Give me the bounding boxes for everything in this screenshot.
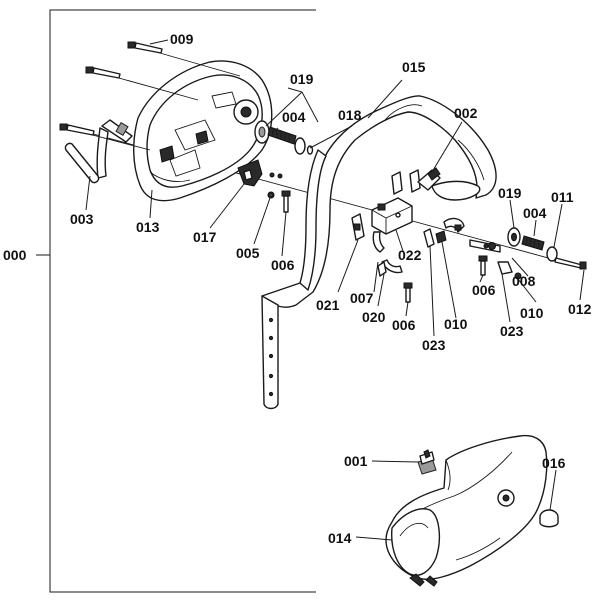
- label-023-right: 023: [500, 323, 524, 339]
- label-014: 014: [328, 530, 352, 546]
- housing-013: [133, 60, 273, 202]
- knob-016: [539, 509, 559, 528]
- label-010-middle: 010: [444, 316, 468, 332]
- crank-003: [64, 119, 133, 184]
- label-016: 016: [542, 455, 566, 471]
- label-019-top: 019: [290, 71, 314, 87]
- clips-007-020: [372, 231, 403, 277]
- bracket-017: [237, 159, 263, 187]
- label-011: 011: [551, 189, 574, 205]
- label-019-right: 019: [498, 185, 522, 201]
- label-002: 002: [454, 105, 478, 121]
- label-010-right: 010: [520, 305, 544, 321]
- label-007: 007: [350, 290, 374, 306]
- label-004-right: 004: [523, 205, 547, 221]
- control-box-022: [371, 167, 481, 235]
- handle-015: [261, 95, 497, 410]
- label-006-right: 006: [472, 282, 496, 298]
- pulley-spring-upper: [254, 120, 314, 155]
- label-005: 005: [236, 245, 260, 261]
- bracket-023-010-middle: [423, 217, 465, 248]
- part-number-labels: 000 009 019 015 004 018 002 003 013 017 …: [3, 31, 592, 546]
- label-004-top: 004: [282, 109, 306, 125]
- label-020: 020: [362, 309, 386, 325]
- label-013: 013: [136, 219, 160, 235]
- label-006-left: 006: [271, 257, 295, 273]
- fasteners-005-006-left: [267, 172, 291, 213]
- label-008: 008: [512, 273, 536, 289]
- label-022: 022: [398, 247, 422, 263]
- cover-014: [385, 434, 548, 587]
- label-012: 012: [568, 301, 592, 317]
- label-023-middle: 023: [422, 337, 446, 353]
- label-009: 009: [170, 31, 194, 47]
- screw-006-middle: [403, 282, 413, 303]
- label-015: 015: [402, 59, 426, 75]
- label-017: 017: [193, 229, 217, 245]
- label-001: 001: [344, 453, 368, 469]
- label-003: 003: [70, 211, 94, 227]
- clip-021: [351, 213, 365, 241]
- label-021: 021: [316, 297, 340, 313]
- shaft-hardware-right: [469, 227, 587, 270]
- assembly-bracket: [36, 9, 316, 593]
- switch-001: [417, 449, 437, 475]
- label-000: 000: [3, 247, 27, 263]
- label-006-middle: 006: [392, 317, 416, 333]
- label-018: 018: [338, 107, 362, 123]
- fasteners-lower-right: [478, 255, 522, 280]
- screws-009: [59, 41, 241, 151]
- leader-lines: [85, 39, 585, 541]
